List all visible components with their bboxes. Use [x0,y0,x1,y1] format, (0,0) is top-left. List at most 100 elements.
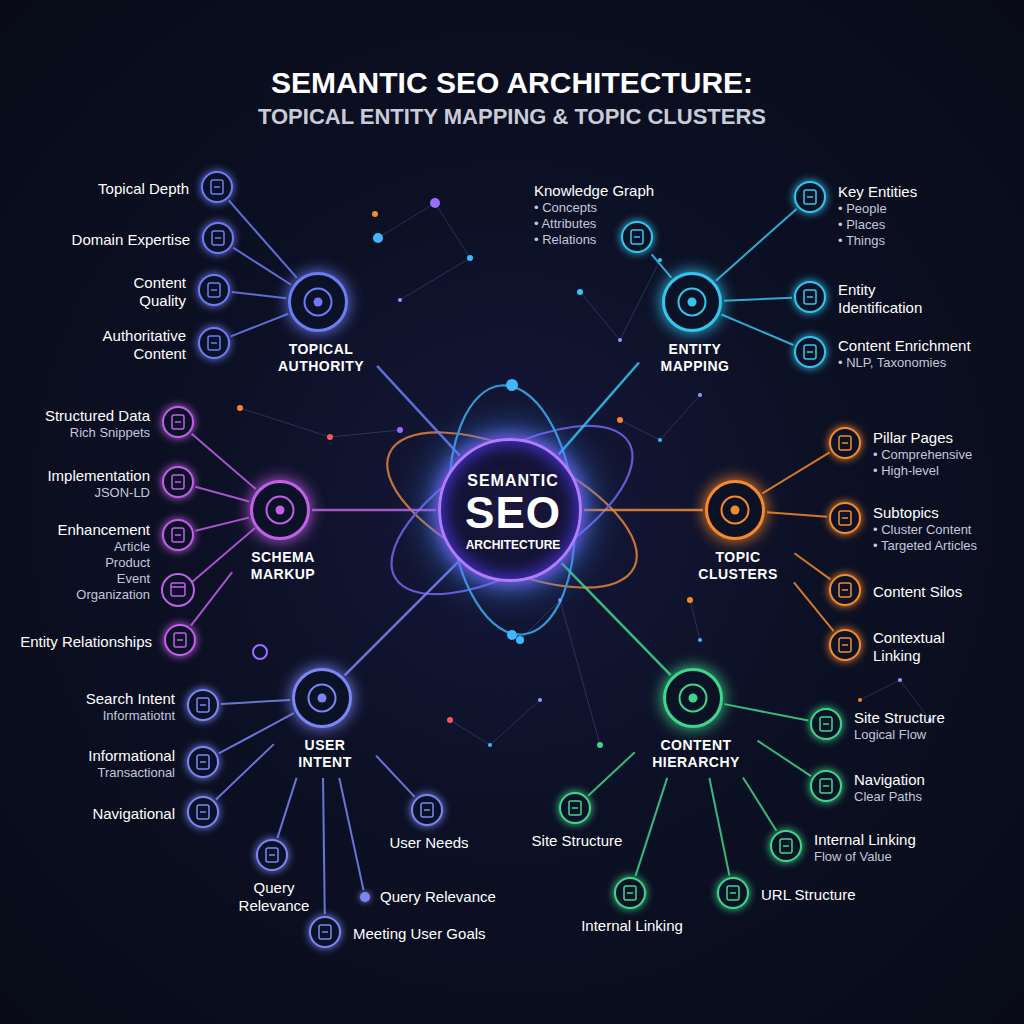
icon-glyph-line [842,589,848,591]
label-group: Content Silos [873,583,962,601]
item-label: Navigation [854,771,925,789]
leaf-icon [198,327,230,359]
item-sublabel: Product [57,555,150,571]
icon-circle: Domain Expertise [202,222,234,254]
connector [216,744,274,799]
icon-circle: Search IntentInformatiotnt [187,689,219,721]
icon-glyph [174,633,186,647]
icon-core [314,298,323,307]
icon-glyph [197,755,209,769]
leaf-icon [411,794,443,826]
item-sublabel: Event [57,571,150,587]
label-group: Pillar Pages• Comprehensive• High-level [873,429,972,479]
icon-circle: Site Structure [559,792,591,824]
icon-glyph [839,511,851,525]
leaf-icon [810,708,842,740]
connector [743,778,776,831]
item-label: Query Relevance [380,888,496,906]
connector [221,700,290,704]
label-group: Site Structure [532,832,623,850]
icon-circle: EnhancementArticleProductEventOrganizati… [162,519,194,551]
icon-glyph [212,231,224,245]
item-sublabel: • People [838,201,917,217]
hub-circle: TOPIC CLUSTERS [705,480,765,540]
label-group: ImplementationJSON-LD [47,467,150,501]
hub-label: ENTITY MAPPING [645,341,745,375]
icon-glyph [839,638,851,652]
item-label: Key Entities [838,183,917,201]
leaf-icon [162,466,194,498]
item-label: Internal Linking [581,917,683,935]
icon-circle: NavigationClear Paths [810,770,842,802]
label-group: Topical Depth [98,180,189,198]
connector [323,778,325,914]
connector [716,209,797,281]
icon-glyph [208,336,220,350]
item-sublabel: • High-level [873,463,972,479]
item-sublabel: • Targeted Articles [873,538,977,554]
item-label: Contextual Linking [873,629,963,665]
label-group: CONTENT HIERARCHY [641,737,751,771]
item-sublabel: Flow of Value [814,849,916,865]
leaf-icon [829,427,861,459]
hub-label: TOPIC CLUSTERS [688,549,788,583]
icon-circle: Key Entities• People• Places• Things [794,181,826,213]
connector [562,563,671,675]
center-text: SEO [465,490,561,536]
hub-label: TOPICAL AUTHORITY [271,341,371,375]
hub-icon [288,272,348,332]
connector [724,704,808,720]
icon-circle: Subtopics• Cluster Content• Targeted Art… [829,502,861,534]
icon-glyph-line [200,704,206,706]
icon-glyph-line [807,196,813,198]
icon-core [689,694,698,703]
title: SEMANTIC SEO ARCHITECTURE: [0,66,1024,100]
item-label: Meeting User Goals [353,925,486,943]
item-sublabel: Logical Flow [854,727,945,743]
label-group: Content Enrichment• NLP, Taxonomies [838,337,971,371]
icon-ring [267,497,294,524]
icon-glyph-line [634,236,640,238]
icon-ring [680,685,707,712]
hub-label: USER INTENT [280,737,370,771]
icon-glyph-line [211,342,217,344]
label-group: USER INTENT [280,737,370,771]
connector [191,572,232,626]
hub-icon [250,480,310,540]
dot-node: Query Relevance [360,892,370,902]
item-sublabel: Informatiotnt [86,708,175,724]
icon-glyph-line [842,517,848,519]
icon-glyph [631,230,643,244]
icon-circle: Contextual Linking [829,629,861,661]
item-sublabel: • Places [838,217,917,233]
icon-glyph [727,886,739,900]
icon-glyph-line [730,892,736,894]
icon-circle: Authoritative Content [198,327,230,359]
leaf-icon [794,281,826,313]
icon-glyph-line [424,809,430,811]
item-sublabel: Transactional [88,765,175,781]
label-group: Meeting User Goals [353,925,486,943]
item-sublabel: Article [57,539,150,555]
connector [345,562,458,675]
center-text: SEMANTIC [467,472,559,490]
icon-glyph [804,190,816,204]
icon-glyph [804,345,816,359]
icon-glyph-line [175,481,181,483]
icon-core [318,694,327,703]
leaf-icon [162,519,194,551]
leaf-icon [201,171,233,203]
leaf-icon [309,916,341,948]
icon-core [276,506,285,515]
icon-glyph-line [807,351,813,353]
icon-glyph [804,290,816,304]
label-group: ENTITY MAPPING [645,341,745,375]
leaf-icon [162,406,194,438]
label-group: TOPIC CLUSTERS [688,549,788,583]
connector [794,582,834,631]
item-sublabel: Rich Snippets [45,425,150,441]
item-sublabel: Organization [57,587,150,603]
hub-circle: TOPICAL AUTHORITY [288,272,348,332]
item-sublabel: • Cluster Content [873,522,977,538]
